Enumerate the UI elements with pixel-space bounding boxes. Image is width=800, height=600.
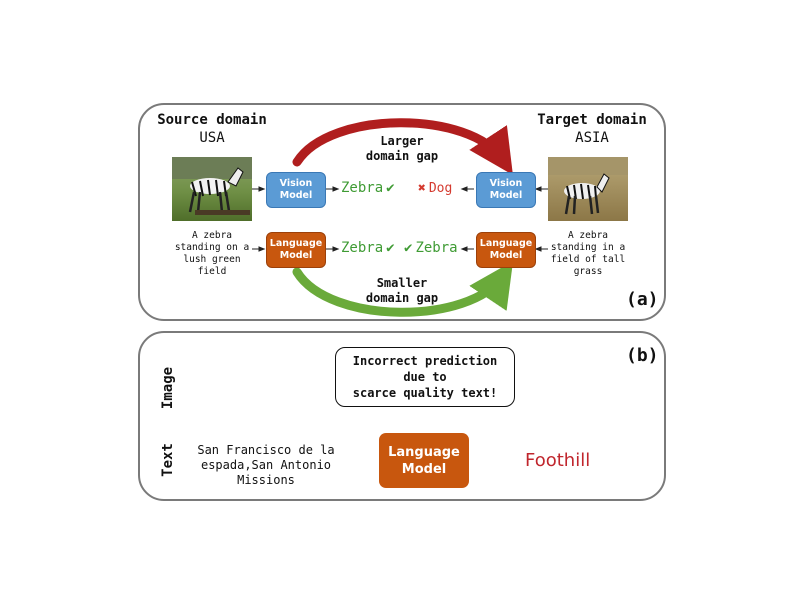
vision-model-source: Vision Model — [266, 172, 326, 208]
panel-a-label: (a) — [626, 289, 659, 310]
source-domain-title: Source domain — [157, 112, 267, 128]
source-caption: A zebra standing on a lush green field — [174, 230, 250, 277]
check-icon: ✔ — [386, 240, 395, 256]
smaller-gap-arrow — [292, 261, 514, 317]
smaller-gap-label: Smaller domain gap — [365, 276, 439, 305]
language-model-target: Language Model — [476, 232, 536, 268]
check-icon: ✔ — [386, 180, 395, 196]
target-domain-region: ASIA — [575, 130, 609, 146]
text-row-label: Text — [160, 443, 176, 477]
target-caption: A zebra standing in a field of tall gras… — [550, 230, 626, 277]
vision-source-prediction: Zebra ✔ — [341, 180, 395, 196]
source-zebra-image — [172, 157, 252, 221]
language-source-pred-text: Zebra — [341, 240, 384, 256]
vision-source-pred-text: Zebra — [341, 180, 384, 196]
language-target-prediction: ✔ Zebra — [404, 240, 458, 256]
larger-gap-arrow — [292, 118, 513, 176]
language-target-pred-text: Zebra — [415, 240, 458, 256]
target-zebra-image — [548, 157, 628, 221]
incorrect-prediction-note: Incorrect prediction due to scarce quali… — [335, 347, 515, 407]
vision-target-prediction: ✖ Dog — [418, 181, 452, 196]
panel-b-label: (b) — [626, 345, 659, 366]
vision-model-target: Vision Model — [476, 172, 536, 208]
vision-target-pred-text: Dog — [428, 181, 453, 196]
larger-gap-label: Larger domain gap — [365, 134, 439, 163]
image-row-label: Image — [160, 366, 176, 410]
language-model-source: Language Model — [266, 232, 326, 268]
query-text: San Francisco de la espada,San Antonio M… — [197, 443, 335, 487]
target-domain-title: Target domain — [537, 112, 647, 128]
cross-icon: ✖ — [418, 181, 426, 196]
prediction-foothill: Foothill — [525, 450, 591, 471]
source-domain-region: USA — [199, 130, 225, 146]
language-source-prediction: Zebra ✔ — [341, 240, 395, 256]
language-model-box: Language Model — [379, 433, 469, 488]
check-icon: ✔ — [404, 240, 413, 256]
